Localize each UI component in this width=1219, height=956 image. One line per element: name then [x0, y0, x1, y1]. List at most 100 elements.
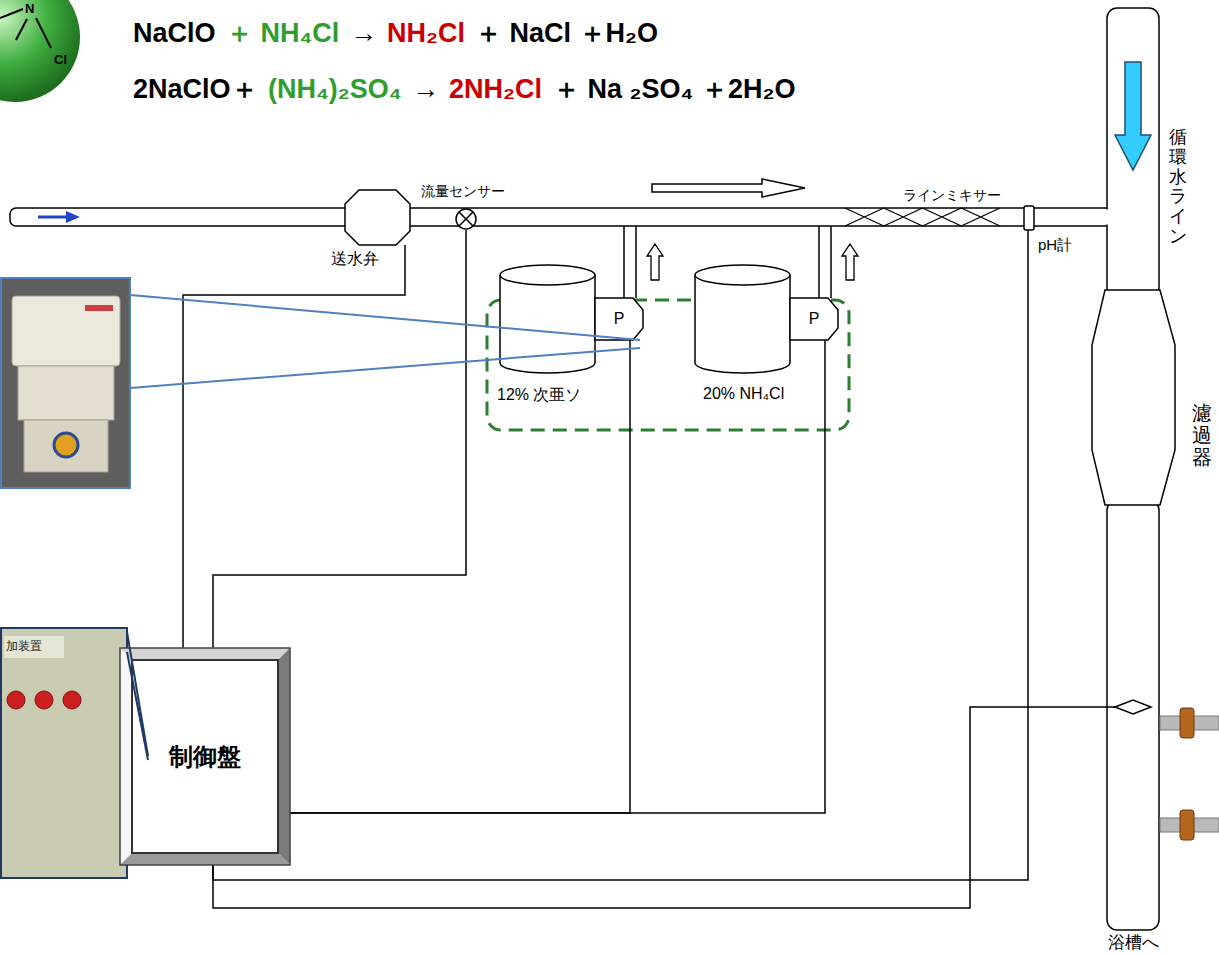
pump-outline — [595, 298, 643, 340]
sensor-outline — [456, 209, 476, 229]
part-name: 20% NH₄Cl — [703, 385, 784, 403]
equation-term: ＋ Na ₂SO₄ ＋2H₂O — [553, 72, 795, 106]
equation-term: ＋ NH₄Cl — [226, 16, 339, 50]
pump-photo — [54, 433, 78, 457]
flow-sensor-symbol: 流量センサー — [455, 208, 477, 230]
main-pipe — [405, 208, 1109, 226]
pump-letter: P — [809, 310, 820, 328]
faucet-photo — [1180, 708, 1194, 738]
signal-wire — [183, 245, 405, 648]
ph-outline — [1024, 206, 1034, 230]
tank-symbol: 20% NH₄Cl — [695, 265, 790, 373]
icon-outline — [16, 19, 27, 40]
part-name: pH計 — [1038, 236, 1072, 255]
label-slot: NaClO — [133, 16, 216, 50]
tank-outline — [500, 265, 595, 285]
tank-outline — [695, 265, 790, 285]
photo-leader — [127, 652, 148, 760]
loop-sensor — [1115, 700, 1151, 714]
panel-outline — [120, 853, 290, 865]
pump-photo — [12, 296, 120, 366]
part-name: 送水弁 — [331, 249, 379, 270]
panel-photo — [4, 636, 64, 658]
flow-arrow — [66, 211, 80, 223]
filter-outline — [1092, 290, 1175, 505]
loop-pipe — [1107, 500, 1159, 930]
tank-outline — [695, 275, 790, 373]
panel-photo — [7, 691, 25, 709]
panel-photo — [35, 691, 53, 709]
flow-arrow — [38, 211, 80, 223]
circulation-arrow — [1115, 62, 1151, 170]
pump-photo — [85, 305, 113, 311]
icon-outline — [0, 9, 23, 18]
pump-outline — [790, 298, 838, 340]
tank-outline — [500, 265, 595, 373]
pump-photo — [18, 366, 114, 420]
mixer-outline — [845, 208, 1000, 226]
ph-outline — [1024, 206, 1034, 230]
panel-outline — [120, 648, 290, 865]
label-slot: → — [412, 72, 439, 106]
tank-symbol: 12% 次亜ソ — [500, 265, 595, 373]
faucet-photo — [1180, 810, 1194, 840]
pump-symbol: P — [790, 298, 838, 340]
pump-photo — [1, 278, 130, 488]
pipe-joint — [1106, 210, 1110, 225]
signal-wire — [213, 230, 1028, 880]
line-name: 循環水ライン — [1169, 128, 1187, 247]
photo-leader — [130, 295, 640, 388]
pump-outline — [595, 298, 643, 340]
photo-text: 加装置 — [6, 638, 42, 655]
direction-arrow — [652, 179, 805, 197]
ph-meter-symbol-shape — [1024, 206, 1034, 230]
equation-term: ＋ NaCl ＋H₂O — [475, 16, 658, 50]
filter-symbol: 濾過器 — [1092, 290, 1175, 505]
valve-symbol-shape — [345, 190, 410, 245]
pump-photo — [1, 278, 130, 488]
line-mixer-symbol-shape — [845, 208, 1000, 226]
panel-photo — [1, 628, 127, 878]
atom-label: N — [25, 1, 34, 16]
control-panel: 制御盤 — [120, 648, 290, 865]
label-slot: 2NH₂Cl — [449, 72, 542, 106]
photo-leader — [127, 632, 148, 756]
injection-arrow — [647, 244, 663, 280]
equation-term: → — [350, 16, 377, 50]
ph-meter-symbol: pH計 — [1024, 206, 1034, 230]
panel-photo — [63, 691, 81, 709]
part-name: 濾過器 — [1192, 402, 1212, 468]
part-name: ラインミキサー — [903, 187, 1001, 205]
panel-name: 制御盤 — [169, 741, 241, 773]
equation-term: NH₂Cl — [387, 16, 465, 50]
injection-arrow — [842, 244, 858, 280]
photo-leader — [130, 295, 640, 340]
main-pipe — [10, 208, 1109, 226]
tank-symbol-shape — [500, 265, 595, 373]
equation-term: NaClO — [133, 16, 216, 50]
icon-outline — [36, 18, 51, 48]
equation-term: 2NaClO＋ — [133, 72, 258, 106]
loop-pipe — [1107, 8, 1159, 298]
equation-term: → — [412, 72, 439, 106]
flow-destination: 浴槽へ — [1108, 931, 1159, 954]
label-slot: → — [350, 16, 377, 50]
signal-wire — [290, 340, 825, 813]
panel-outline — [278, 648, 290, 865]
equation-term: 2NH₂Cl — [449, 72, 542, 106]
part-name: 12% 次亜ソ — [497, 385, 581, 406]
line-mixer-symbol: ラインミキサー — [845, 208, 1000, 226]
injection-tube — [624, 226, 636, 298]
label-slot: 2NaClO＋ — [133, 72, 258, 106]
label-slot: 循環水ライン — [1169, 128, 1187, 247]
label-slot: 浴槽へ — [1108, 931, 1159, 954]
label-slot: ＋ NaCl ＋H₂O — [475, 16, 658, 50]
main-pipe — [10, 208, 355, 226]
filter-outline — [1092, 290, 1175, 505]
pump-symbol: P — [595, 298, 643, 340]
mixer-outline — [845, 208, 1000, 226]
sensor-outline — [456, 209, 476, 229]
